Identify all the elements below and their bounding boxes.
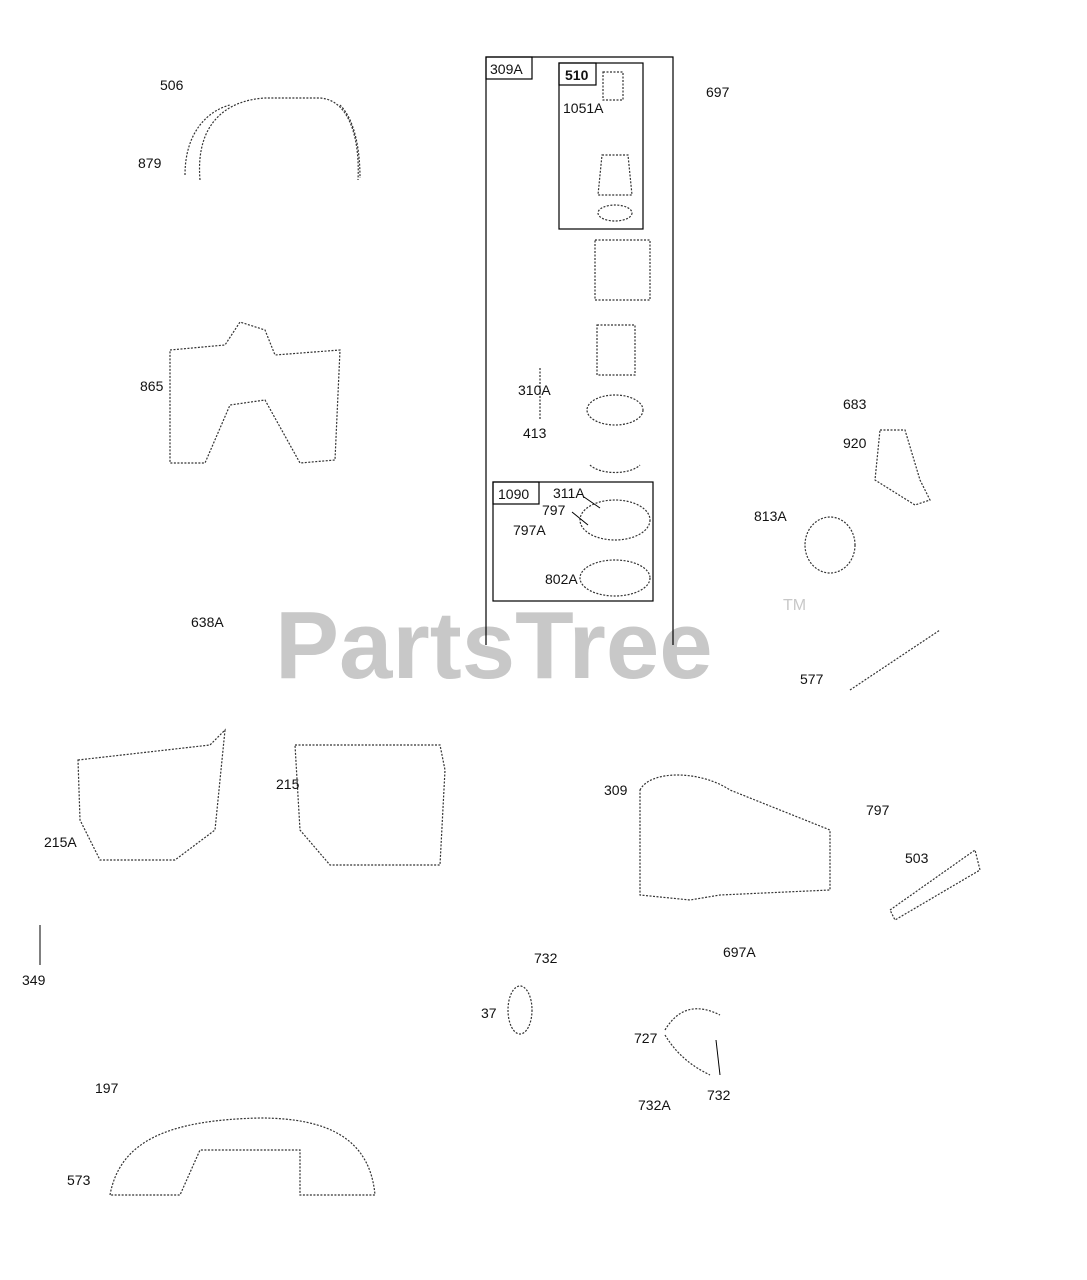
callout-797: 797 [542,502,566,518]
callout-879: 879 [138,155,162,171]
kit-label-309A: 309A [490,61,523,77]
callout-732: 732 [534,950,558,966]
callout-865: 865 [140,378,164,394]
callout-920: 920 [843,435,867,451]
leader-lines [39,496,721,1076]
callout-1051A: 1051A [563,100,604,116]
callout-506: 506 [160,77,184,93]
part-drawings [77,71,981,1196]
callout-349: 349 [22,972,46,988]
callout-683: 683 [843,396,867,412]
callout-413: 413 [523,425,547,441]
callout-311A: 311A [553,485,585,501]
callout-37: 37 [481,1005,497,1021]
watermark-trademark: TM [783,597,806,614]
callout-215: 215 [276,776,300,792]
callout-310A: 310A [518,382,551,398]
callout-732: 732 [707,1087,731,1103]
callout-215A: 215A [44,834,77,850]
callout-697A: 697A [723,944,756,960]
callout-638A: 638A [191,614,224,630]
kit-label-510: 510 [565,67,589,83]
callout-727: 727 [634,1030,658,1046]
kit-box-510: 510 [558,62,644,230]
callout-labels: 5068798651051A310A413311A797797A802A6976… [22,77,929,1188]
callout-797: 797 [866,802,890,818]
callout-309: 309 [604,782,628,798]
callout-573: 573 [67,1172,91,1188]
callout-577: 577 [800,671,824,687]
kit-box-309A: 309A [485,56,674,645]
callout-697: 697 [706,84,730,100]
callout-813A: 813A [754,508,787,524]
callout-732A: 732A [638,1097,671,1113]
kit-label-1090: 1090 [498,486,529,502]
callout-503: 503 [905,850,929,866]
kit-box-1090: 1090 [492,481,654,602]
callout-802A: 802A [545,571,578,587]
watermark: PartsTree [275,592,713,699]
callout-197: 197 [95,1080,119,1096]
callout-797A: 797A [513,522,546,538]
